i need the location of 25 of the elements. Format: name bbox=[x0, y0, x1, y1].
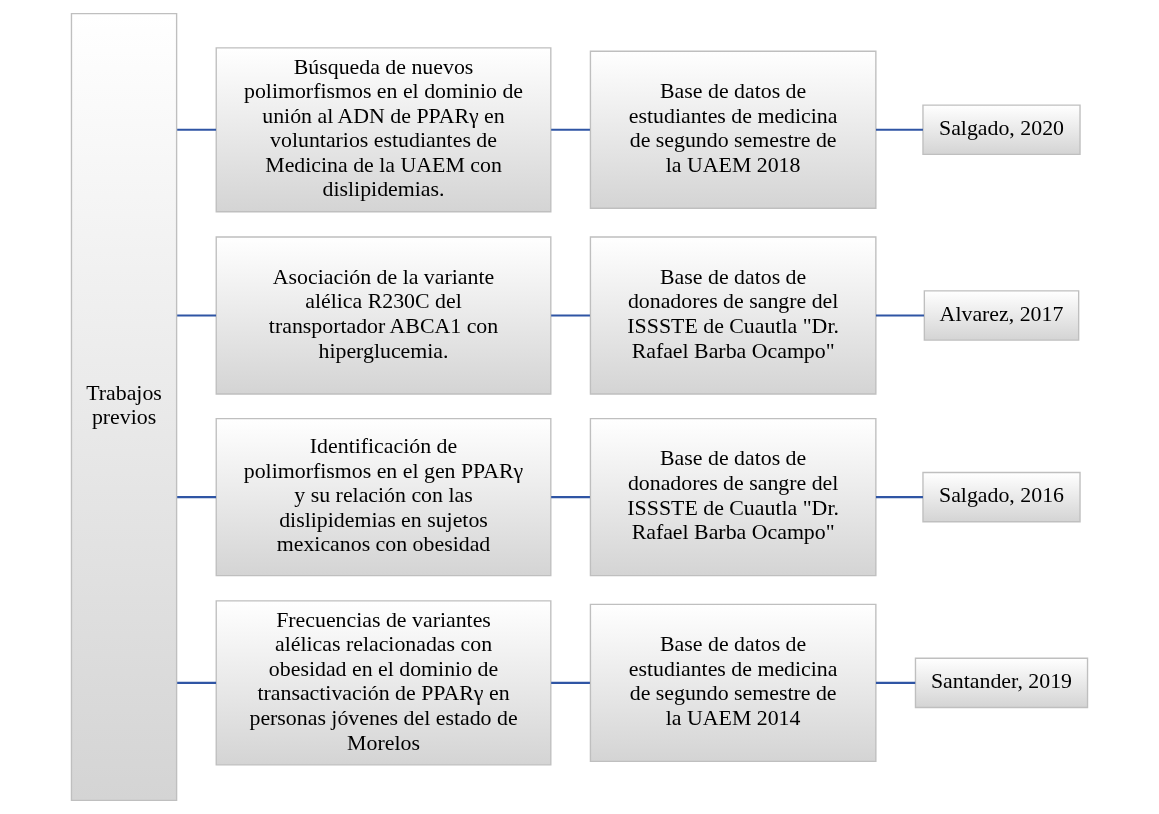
connector bbox=[551, 128, 590, 131]
connector bbox=[551, 496, 590, 499]
connector bbox=[875, 496, 923, 499]
node-box: Base de datos de estudiantes de medicina de segundo semestre de la UAEM 2018 bbox=[589, 50, 877, 209]
node-box: Trabajos previos bbox=[70, 13, 178, 801]
node-box: Salgado, 2020 bbox=[922, 104, 1081, 156]
node-box: Salgado, 2016 bbox=[922, 471, 1081, 523]
node-box: Base de datos de donadores de sangre del ISSSTE de Cuautla "Dr. Rafael Barba Ocampo" bbox=[589, 236, 877, 395]
connector bbox=[177, 681, 217, 684]
node-box: Búsqueda de nuevos polimorfismos en el dominio de unión al ADN de PPARγ en voluntarios estudiantes de Medicina de la UAEM con dislipidemias. bbox=[215, 47, 552, 213]
connector bbox=[551, 314, 590, 317]
node-box: Base de datos de donadores de sangre del ISSSTE de Cuautla "Dr. Rafael Barba Ocampo" bbox=[589, 417, 877, 577]
node-box: Alvarez, 2017 bbox=[923, 290, 1080, 341]
connector bbox=[875, 128, 923, 131]
node-box: Asociación de la variante alélica R230C del transportador ABCA1 con hiperglucemia. bbox=[215, 236, 552, 395]
connector bbox=[875, 681, 916, 684]
connector bbox=[875, 314, 924, 317]
connector bbox=[551, 681, 590, 684]
node-box: Santander, 2019 bbox=[914, 657, 1089, 709]
connector bbox=[177, 496, 217, 499]
node-box: Identificación de polimorfismos en el gen PPARγ y su relación con las dislipidemias en sujetos mexicanos con obesidad bbox=[215, 417, 552, 577]
connector bbox=[177, 128, 217, 131]
node-box: Base de datos de estudiantes de medicina de segundo semestre de la UAEM 2014 bbox=[589, 603, 877, 763]
connector bbox=[177, 314, 217, 317]
node-box: Frecuencias de variantes alélicas relacionadas con obesidad en el dominio de transactivación de PPARγ en personas jóvenes del estado de Morelos bbox=[215, 600, 552, 766]
